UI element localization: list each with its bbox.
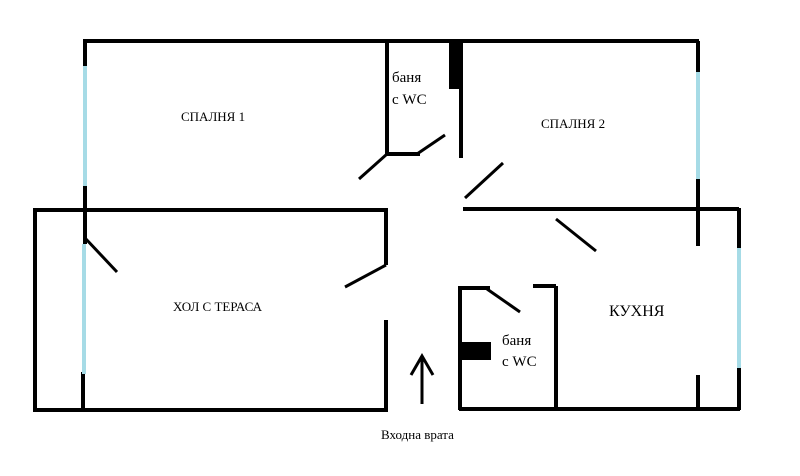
doors: [83, 133, 597, 314]
label-bath-bottom-line1: баня: [502, 333, 531, 349]
label-entrance: Входна врата: [381, 427, 454, 442]
shaft-top: [449, 41, 461, 89]
door-bath-bottom: [486, 287, 521, 314]
door-bath-top-2: [416, 133, 446, 156]
label-bedroom1: СПАЛНЯ 1: [181, 109, 245, 124]
label-kitchen: КУХНЯ: [609, 303, 665, 320]
door-hall-left: [83, 236, 119, 274]
entrance-arrow: [409, 353, 435, 404]
label-bedroom2: СПАЛНЯ 2: [541, 116, 605, 131]
entrance-arrow-head: [409, 353, 435, 376]
door-bedroom2: [463, 161, 505, 200]
walls: [33, 39, 741, 412]
label-hall: ХОЛ С ТЕРАСА: [173, 299, 263, 314]
door-kitchen: [555, 217, 597, 253]
door-bath-top: [358, 152, 388, 181]
shaft-bottom: [460, 342, 491, 360]
label-bath-top-line1: баня: [392, 70, 421, 86]
windows: [82, 66, 741, 374]
label-bath-bottom-line2: с WC: [502, 354, 537, 370]
door-hall-right: [344, 263, 387, 289]
label-bath-top-line2: с WC: [392, 92, 427, 108]
